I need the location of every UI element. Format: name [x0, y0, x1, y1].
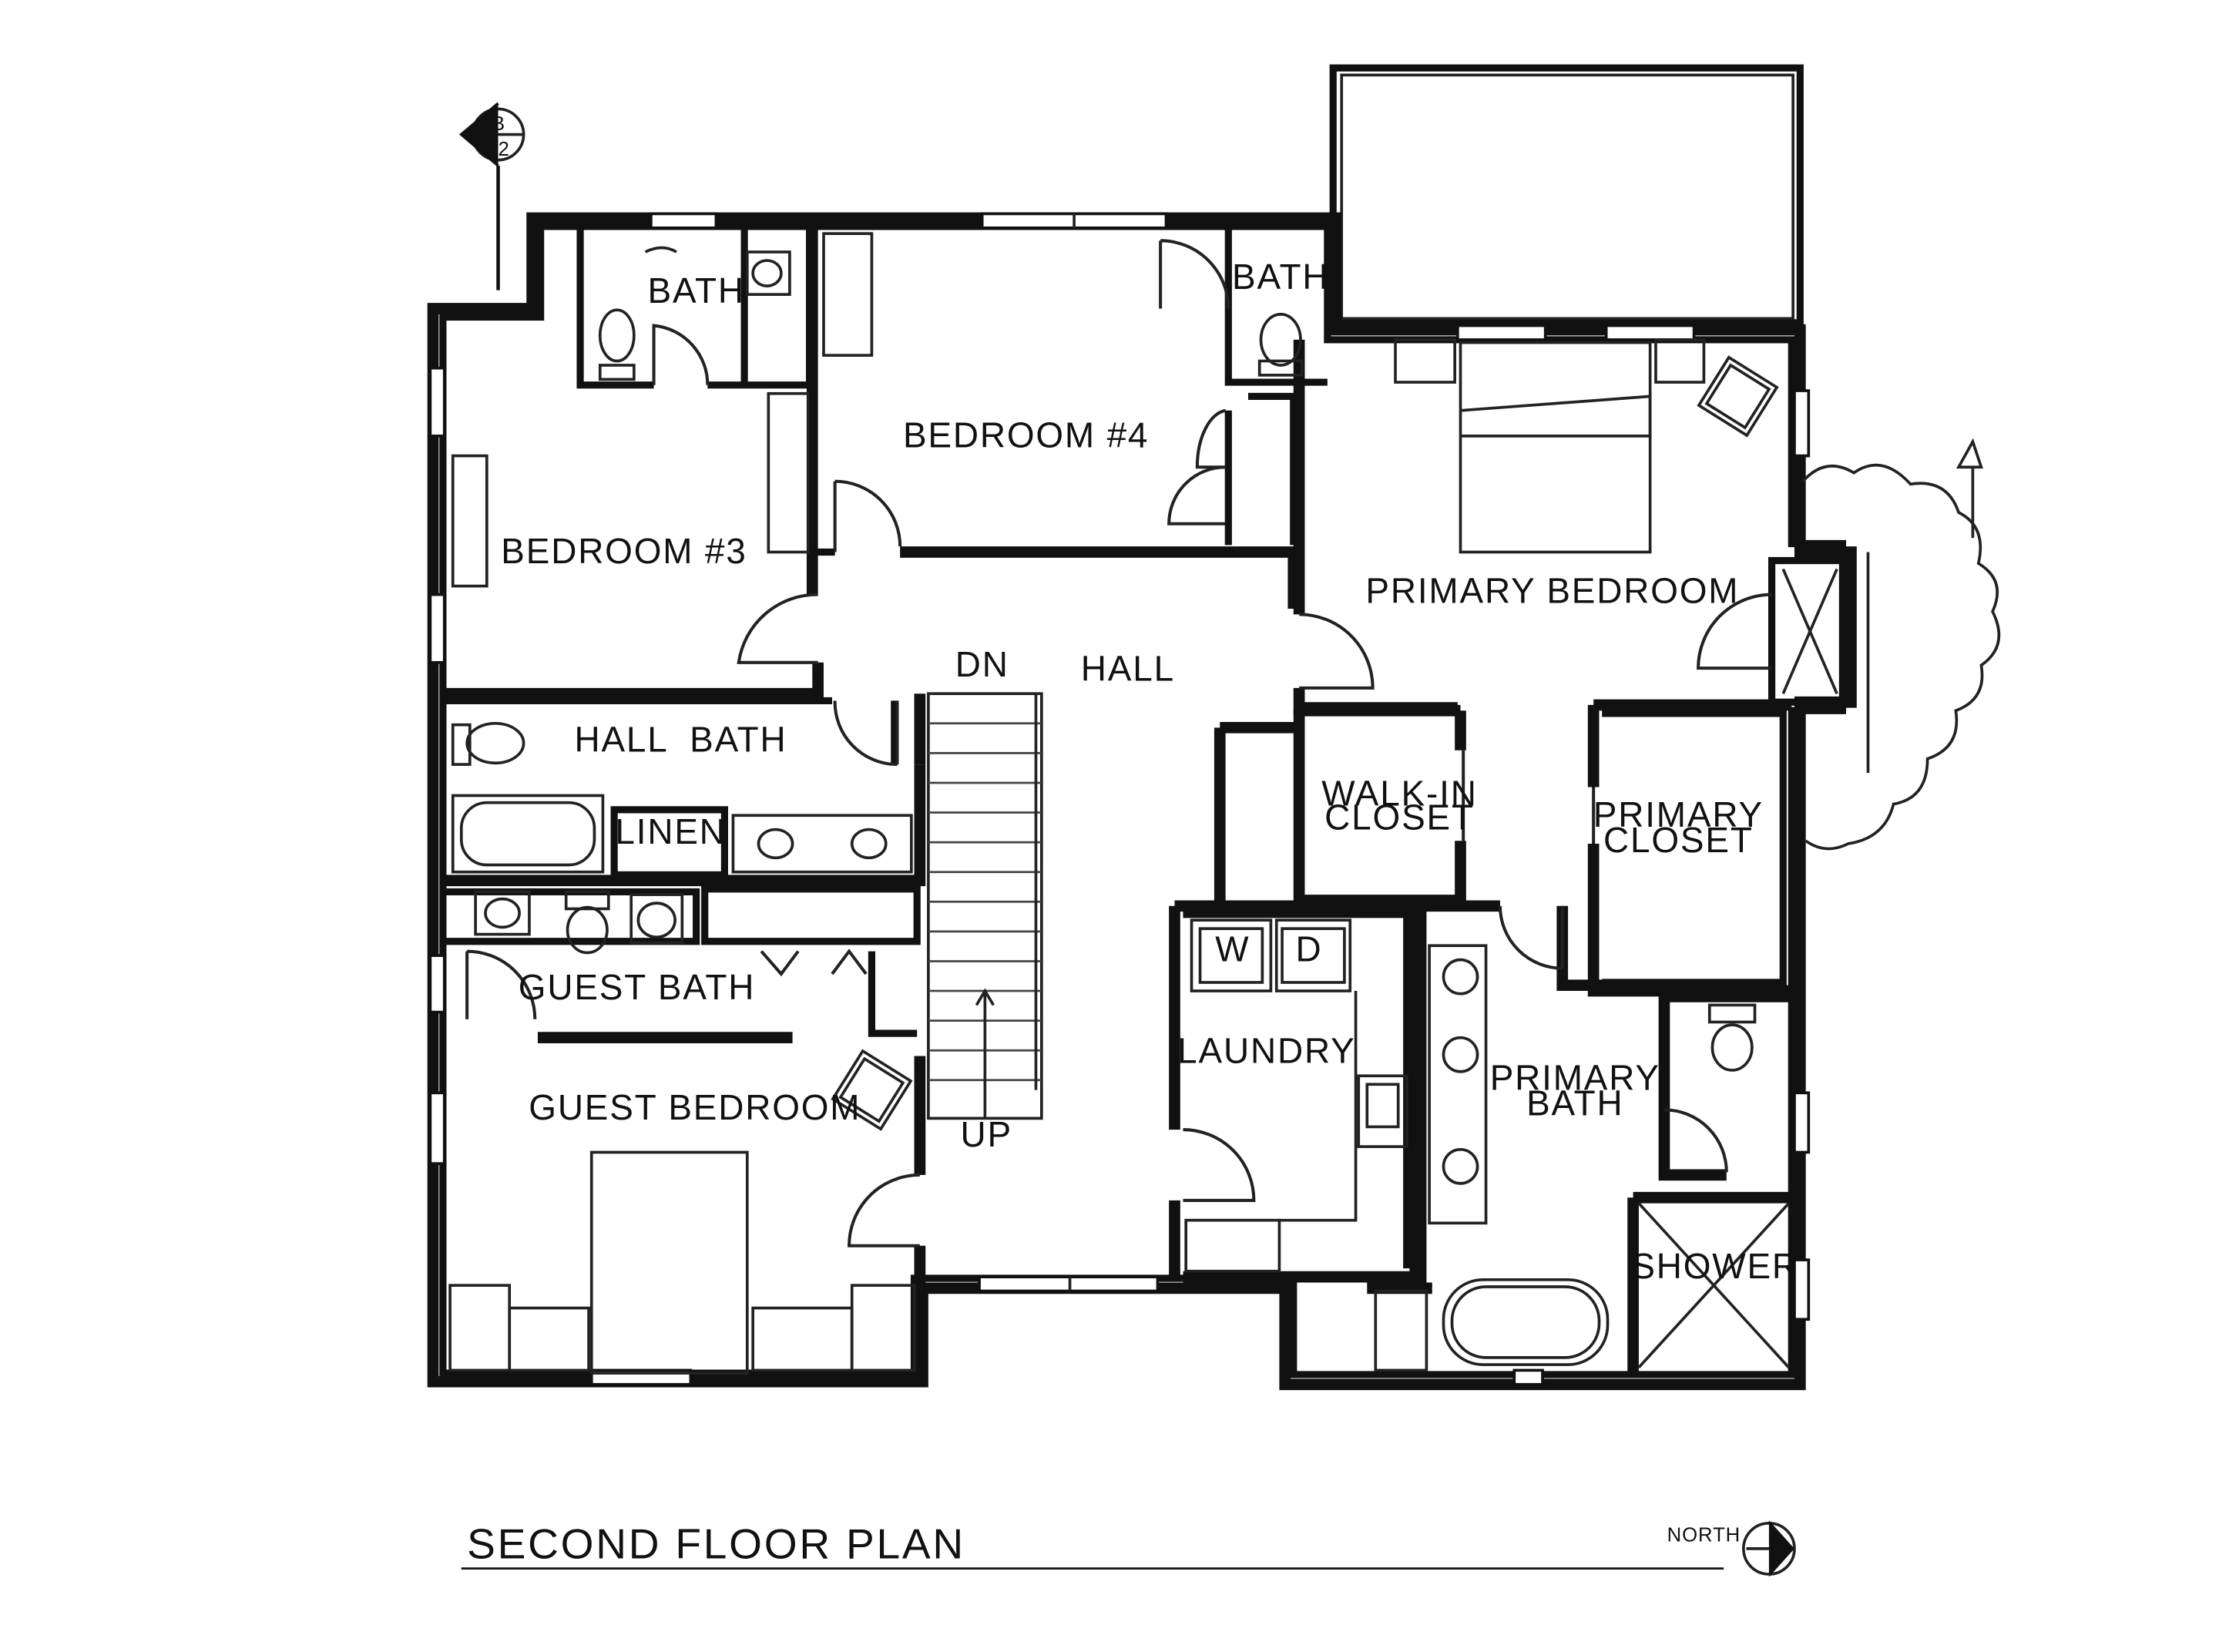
deck — [1329, 64, 1804, 327]
room-labels: BATH BATH BEDROOM #4 BEDROOM #3 PRIMARY … — [501, 257, 1799, 1286]
section-marker: B 12 — [458, 102, 525, 290]
label-up: UP — [960, 1114, 1012, 1154]
label-washer: W — [1215, 928, 1250, 969]
label-dryer: D — [1295, 928, 1322, 969]
windows — [428, 212, 1811, 1386]
north-arrow-icon — [1742, 1520, 1796, 1577]
north-label: NORTH — [1667, 1525, 1741, 1546]
label-primary-bedroom: PRIMARY BEDROOM — [1365, 571, 1739, 611]
label-hall-bath: HALL BATH — [574, 720, 787, 760]
label-walkin-line2: CLOSET — [1324, 797, 1475, 838]
label-bath-top-right: BATH — [1232, 257, 1329, 297]
interior-walls — [442, 226, 1849, 1374]
label-primary-closet-line2: CLOSET — [1603, 820, 1754, 860]
label-bedroom-4: BEDROOM #4 — [903, 415, 1149, 455]
fixtures — [448, 232, 1838, 1375]
label-laundry: LAUNDRY — [1177, 1031, 1355, 1071]
section-number: 12 — [487, 139, 509, 160]
label-primary-bath-line2: BATH — [1526, 1083, 1623, 1123]
label-primary-bath-line1: PRIMARY — [1490, 1058, 1660, 1098]
drawing-title: SECOND FLOOR PLAN — [467, 1520, 965, 1568]
label-primary-closet-line1: PRIMARY — [1593, 794, 1764, 834]
label-walkin-line1: WALK-IN — [1321, 773, 1477, 813]
label-hall: HALL — [1081, 649, 1175, 689]
label-dn: DN — [955, 644, 1009, 684]
label-bath-top-left: BATH — [647, 270, 744, 311]
label-bedroom-3: BEDROOM #3 — [501, 531, 747, 571]
title-block: SECOND FLOOR PLAN NORTH — [461, 1520, 1741, 1570]
staircase — [927, 692, 1043, 1120]
label-shower: SHOWER — [1631, 1246, 1799, 1286]
label-guest-bath: GUEST BATH — [519, 967, 755, 1007]
label-linen: LINEN — [615, 811, 726, 851]
doors — [465, 239, 1772, 1247]
tree-symbol — [1801, 438, 2001, 851]
section-letter: B — [492, 113, 505, 135]
label-guest-bedroom: GUEST BEDROOM — [529, 1087, 861, 1127]
